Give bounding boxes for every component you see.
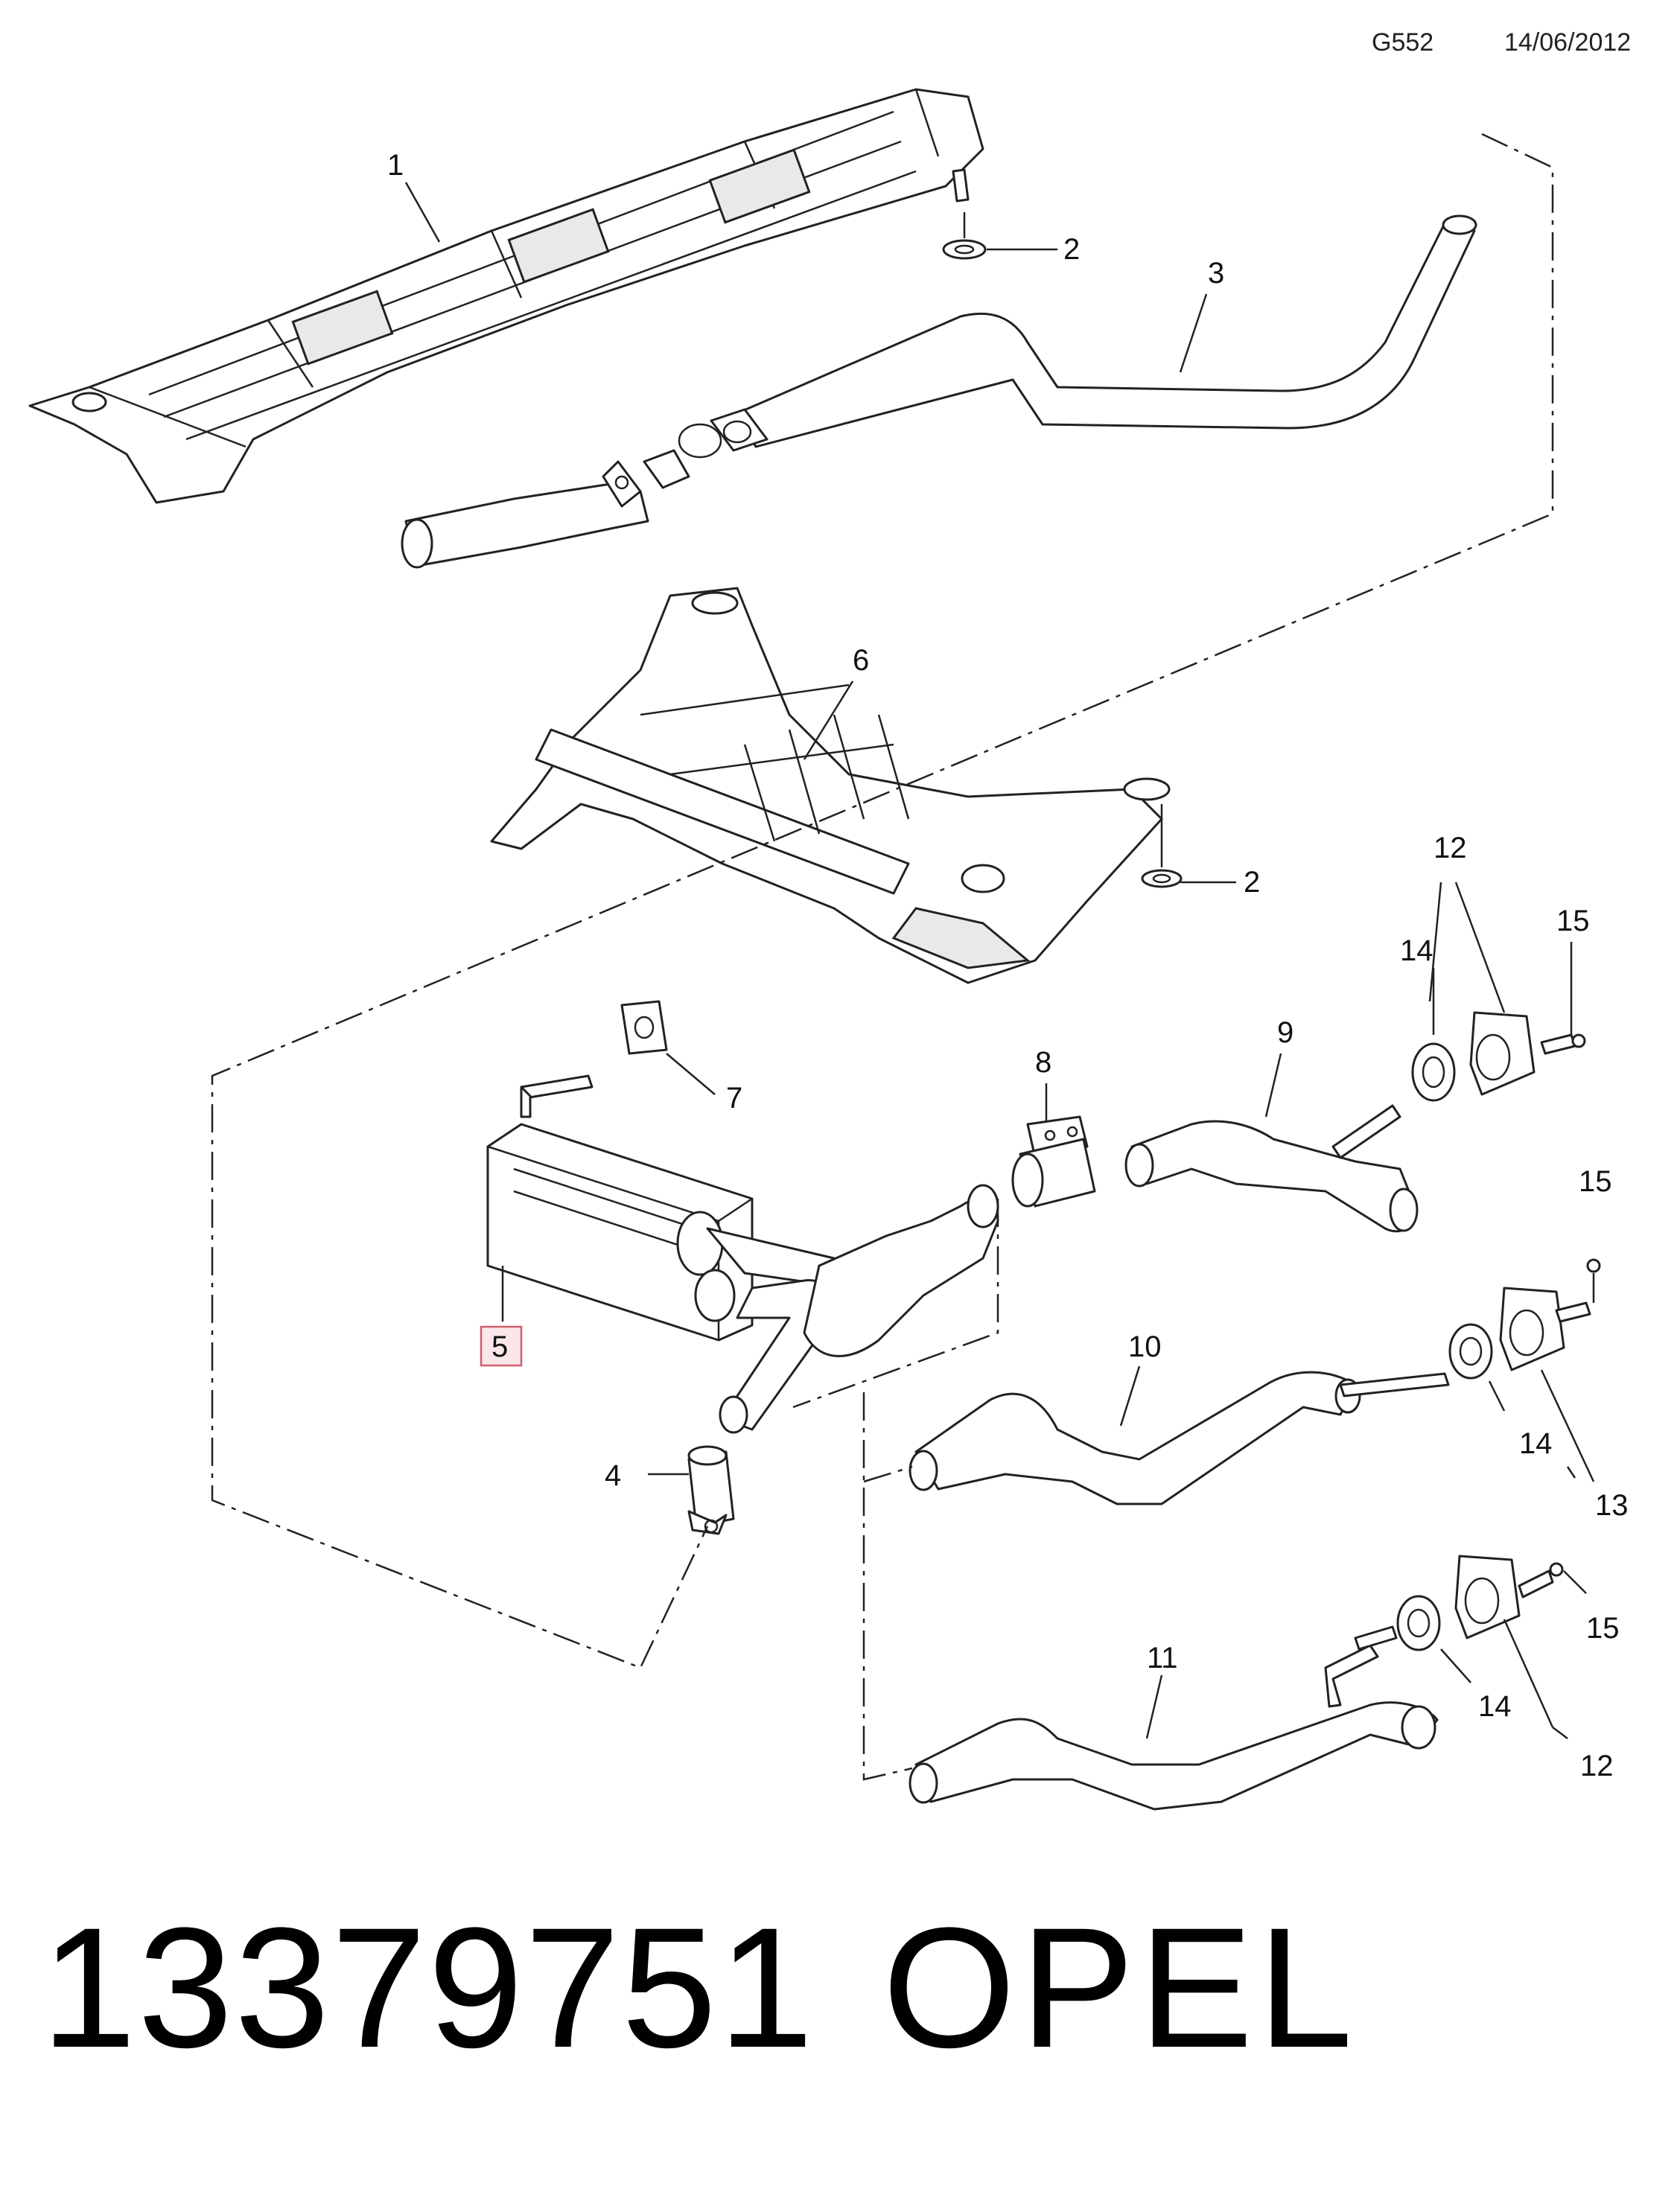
callout-8[interactable]: 8 — [1035, 1046, 1051, 1079]
tail-pipe-10-part[interactable] — [908, 1371, 1450, 1505]
heat-shield-part[interactable] — [28, 88, 984, 504]
bolt-upper-part[interactable] — [1540, 1033, 1586, 1055]
callout-10[interactable]: 10 — [1128, 1330, 1162, 1363]
callout-13[interactable]: 13 — [1595, 1489, 1629, 1522]
callout-14-lower[interactable]: 14 — [1478, 1690, 1512, 1723]
clamp-part-lower[interactable] — [687, 1445, 735, 1535]
callout-9[interactable]: 9 — [1277, 1016, 1293, 1049]
bracket-lower-part[interactable] — [1454, 1555, 1521, 1639]
highlight-box-part-5 — [480, 1325, 523, 1367]
tail-pipe-part[interactable] — [719, 1184, 999, 1434]
callout-4[interactable]: 4 — [605, 1459, 621, 1492]
callout-7[interactable]: 7 — [726, 1082, 742, 1115]
callout-14-upper[interactable]: 14 — [1400, 934, 1433, 967]
callout-15-upper[interactable]: 15 — [1556, 905, 1590, 937]
tail-pipe-11-part[interactable] — [908, 1625, 1439, 1811]
bracket-middle-part[interactable] — [1499, 1287, 1565, 1371]
callout-6[interactable]: 6 — [853, 644, 869, 677]
diagram-date: 14/06/2012 — [1504, 28, 1632, 57]
callout-1[interactable]: 1 — [387, 149, 404, 182]
callout-11[interactable]: 11 — [1147, 1642, 1178, 1674]
callout-3[interactable]: 3 — [1208, 257, 1224, 290]
nut-part-upper[interactable] — [942, 212, 987, 260]
bolt-middle-part[interactable] — [1555, 1258, 1601, 1323]
callout-12-lower[interactable]: 12 — [1580, 1750, 1614, 1782]
bolt-lower-part[interactable] — [1518, 1562, 1564, 1599]
callout-15-middle[interactable]: 15 — [1579, 1165, 1612, 1198]
callout-14-middle[interactable]: 14 — [1519, 1427, 1553, 1460]
callout-2-upper[interactable]: 2 — [1063, 233, 1080, 266]
assembly-lines — [211, 133, 1554, 1781]
callout-15-lower[interactable]: 15 — [1586, 1612, 1620, 1645]
callout-labels: 1 2 3 6 2 12 15 14 7 8 9 15 5 10 14 4 13… — [387, 149, 1629, 1782]
front-pipe-part[interactable] — [401, 214, 1477, 569]
insulator-middle-part[interactable] — [1448, 1323, 1493, 1380]
diagram-code: G552 — [1372, 28, 1434, 57]
insulator-upper-part[interactable] — [1411, 1042, 1456, 1102]
insulator-lower-part[interactable] — [1396, 1595, 1441, 1651]
clamp-part-upper[interactable] — [1011, 1115, 1096, 1208]
callout-2-lower[interactable]: 2 — [1244, 866, 1260, 899]
callout-12-upper[interactable]: 12 — [1433, 832, 1467, 864]
tail-pipe-9-part[interactable] — [1124, 1104, 1419, 1233]
rear-muffler-part[interactable] — [486, 1123, 850, 1342]
subframe-part[interactable] — [490, 587, 1171, 984]
callout-5[interactable]: 5 — [491, 1330, 508, 1363]
bracket-upper-part[interactable] — [1469, 1011, 1536, 1096]
leader-lines — [404, 182, 1595, 1739]
rubber-hanger-part[interactable] — [520, 1000, 668, 1118]
part-number: 13379751 — [41, 1892, 815, 2083]
nut-part-lower[interactable] — [1141, 804, 1183, 888]
brand-name: OPEL — [882, 1892, 1358, 2083]
